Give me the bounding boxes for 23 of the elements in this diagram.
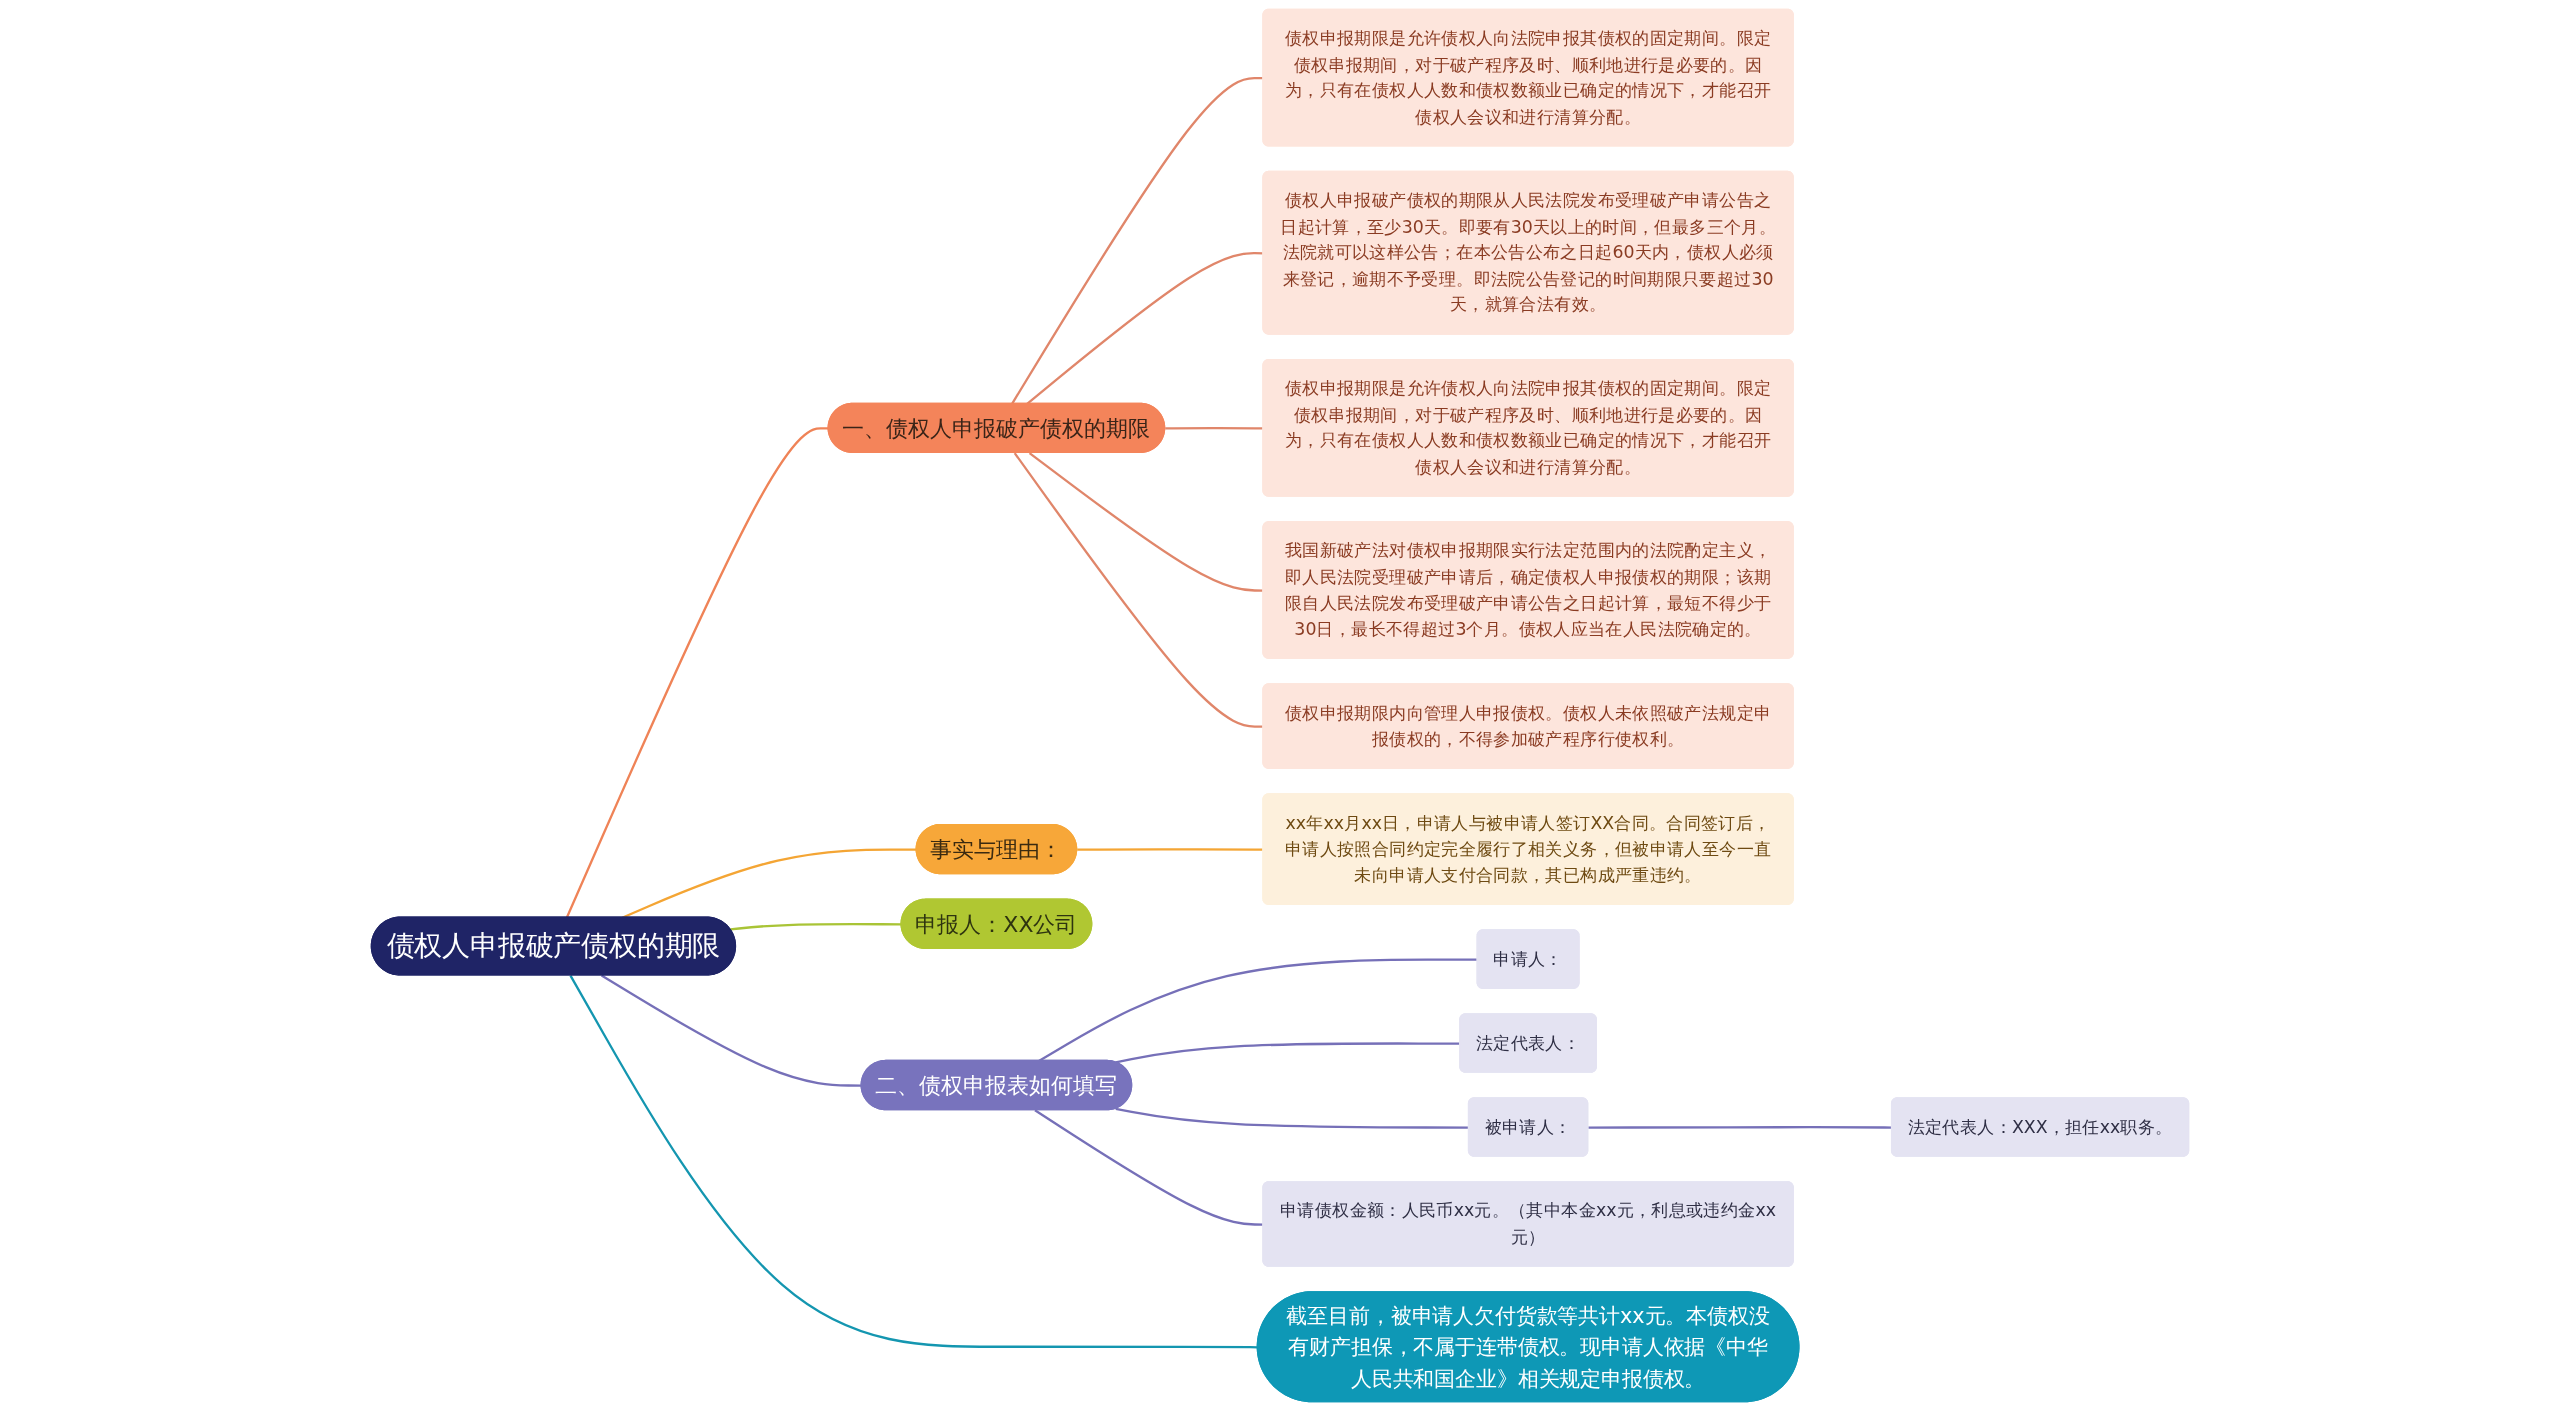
topic-node: 法定代表人：XXX，担任xx职务。: [1890, 1097, 2190, 1157]
topic-node: 法定代表人：: [1459, 1013, 1597, 1073]
topic-node: 债权人申报破产债权的期限: [370, 916, 737, 976]
branch-line: [601, 974, 862, 1087]
branch-line: [565, 427, 829, 919]
topic-node: 债权申报期限内向管理人申报债权。债权人未依照破产法规定申报债权的，不得参加破产程序行使权利。: [1262, 683, 1794, 769]
topic-node: 申请人：: [1476, 929, 1580, 989]
topic-node: 二、债权申报表如何填写: [860, 1059, 1133, 1111]
topic-node: 债权申报期限是允许债权人向法院申报其债权的固定期间。限定债权串报期间，对于破产程序及时、顺利地进行是必要的。因为，只有在债权人人数和债权数额业已确定的情况下，才能召开债权人会议和进行清算分配。: [1262, 358, 1794, 497]
topic-node: 截至目前，被申请人欠付货款等共计xx元。本债权没有财产担保，不属于连带债权。现申请人依据《中华人民共和国企业》相关规定申报债权。: [1256, 1291, 1800, 1403]
topic-node: xx年xx月xx日，申请人与被申请人签订XX合同。合同签订后，申请人按照合同约定完全履行了相关义务，但被申请人至今一直未向申请人支付合同款，其已构成严重违约。: [1262, 793, 1794, 905]
topic-node: 申请债权金额：人民币xx元。（其中本金xx元，利息或违约金xx元）: [1262, 1181, 1794, 1267]
topic-node: 我国新破产法对债权申报期限实行法定范围内的法院酌定主义，即人民法院受理破产申请后，确定债权人申报债权的期限；该期限自人民法院发布受理破产申请公告之日起计算，最短不得少于30日，最长不得超过3个月。债权人应当在人民法院确定的。: [1262, 521, 1794, 659]
topic-node: 被申请人：: [1467, 1097, 1589, 1157]
topic-node: 债权申报期限是允许债权人向法院申报其债权的固定期间。限定债权串报期间，对于破产程序及时、顺利地进行是必要的。因为，只有在债权人人数和债权数额业已确定的情况下，才能召开债权人会议和进行清算分配。: [1262, 8, 1794, 147]
branch-line: [569, 975, 1258, 1349]
topic-node: 申报人：XX公司: [900, 898, 1093, 949]
topic-node: 一、债权人申报破产债权的期限: [827, 402, 1166, 454]
branch-line: [621, 848, 917, 919]
topic-node: 事实与理由：: [915, 823, 1078, 875]
branch-line: [730, 923, 902, 931]
branch-line: [1038, 958, 1478, 1062]
topic-node: 债权人申报破产债权的期限从人民法院发布受理破产申请公告之日起计算，至少30天。即要有30天以上的时间，但最多三个月。法院就可以这样公告；在本公告公布之日起60天内，债权人必须来登记，逾期不予受理。即法院公告登记的时间期限只要超过30天，就算合法有效。: [1262, 170, 1794, 335]
